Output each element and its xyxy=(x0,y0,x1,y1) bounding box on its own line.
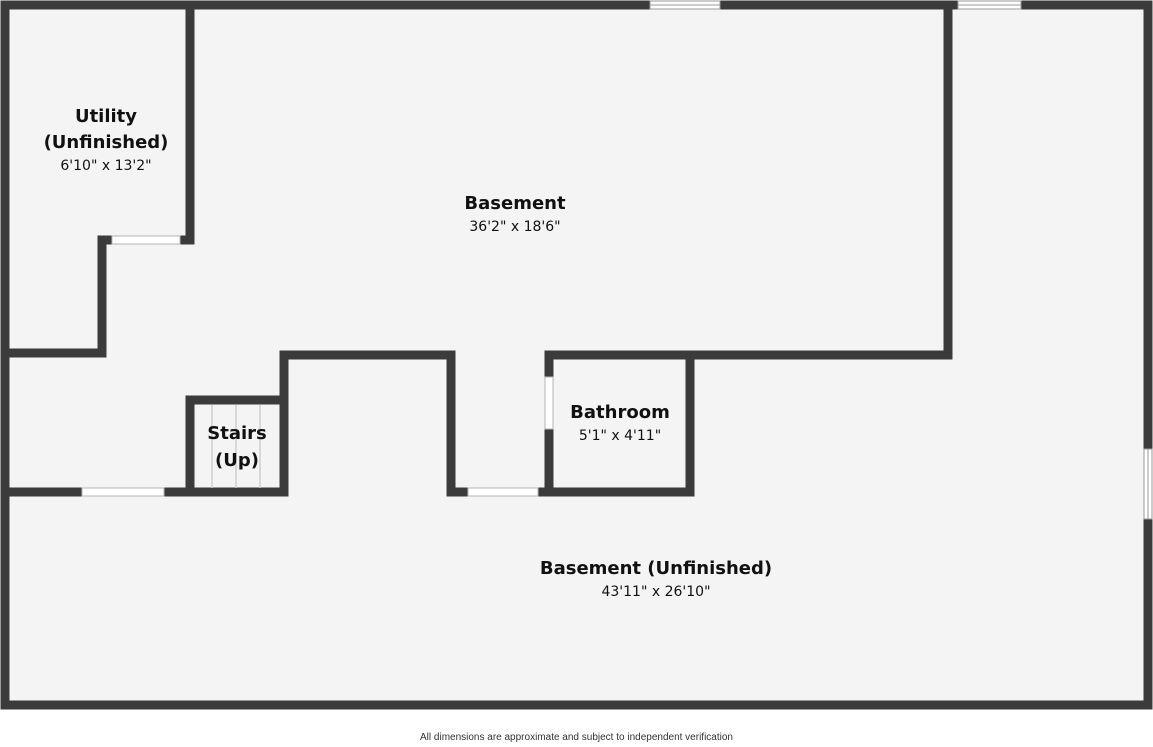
utility-name-line1: Utility xyxy=(75,106,137,127)
basement-name: Basement xyxy=(464,193,566,214)
utility-dimensions: 6'10" x 13'2" xyxy=(60,158,151,174)
bathroom-dimensions: 5'1" x 4'11" xyxy=(579,428,661,444)
basement-unfinished-name: Basement (Unfinished) xyxy=(540,558,772,579)
hall-doorway xyxy=(467,487,539,497)
utility-doorway xyxy=(111,235,181,245)
bathroom-doorway xyxy=(544,376,554,430)
stairs-name-line1: Stairs xyxy=(207,423,266,444)
stairs-wall xyxy=(185,395,289,497)
basement-unfinished-dimensions: 43'11" x 26'10" xyxy=(601,584,710,600)
stair-treads xyxy=(211,405,261,488)
basement-dimensions: 36'2" x 18'6" xyxy=(469,219,560,235)
utility-name-line2: (Unfinished) xyxy=(44,132,169,153)
disclaimer-text: All dimensions are approximate and subje… xyxy=(420,732,733,743)
bathroom-name: Bathroom xyxy=(570,402,670,423)
utility-wall xyxy=(3,3,195,358)
openings xyxy=(81,0,1153,520)
stairs-name-line2: (Up) xyxy=(215,450,259,471)
west-doorway xyxy=(81,487,165,497)
basement-east-wall xyxy=(685,3,953,360)
